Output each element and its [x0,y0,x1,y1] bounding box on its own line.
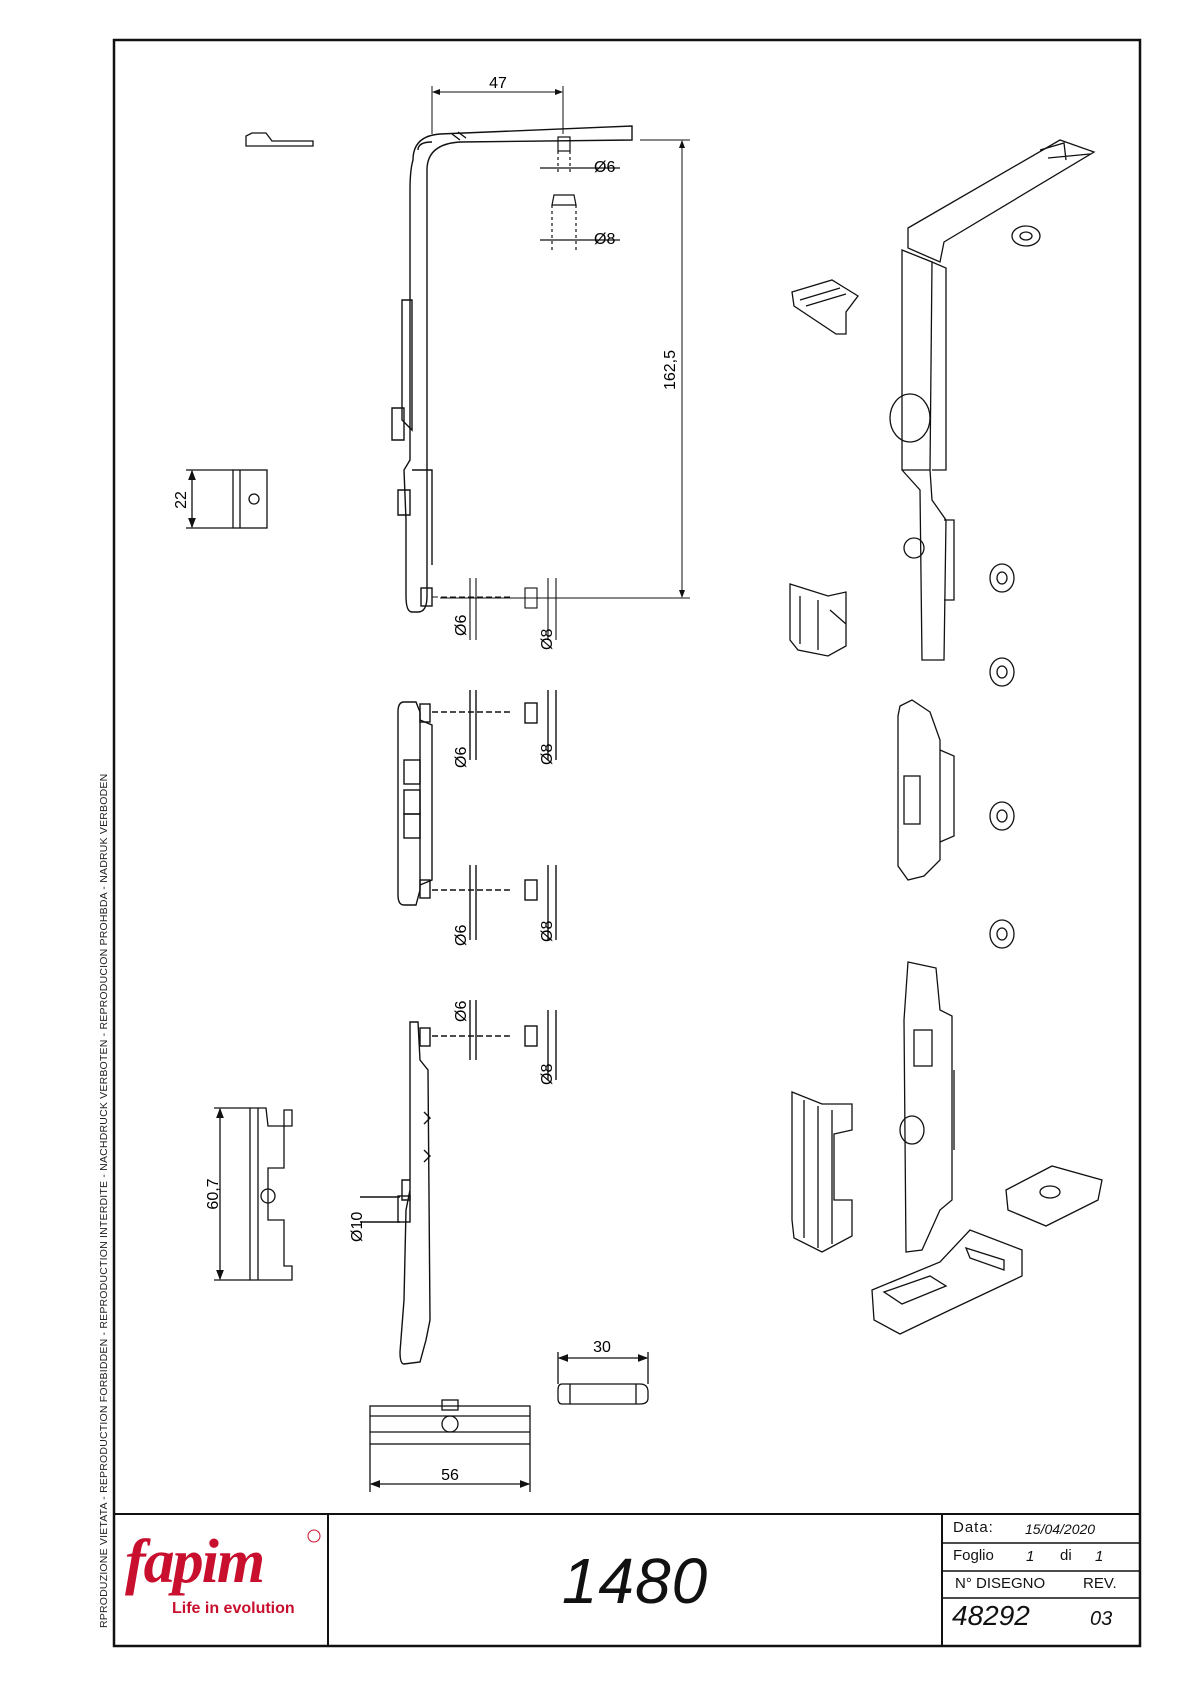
isometric-nuts [989,225,1041,949]
sheet-total: 1 [1095,1548,1104,1565]
drawing-title: 1480 [561,1545,709,1617]
dia6-label-c: Ø6 [453,747,470,768]
dia6-label-e: Ø6 [453,1001,470,1022]
revision-label: REV. [1083,1575,1117,1592]
dia6-label-a: Ø6 [594,159,615,176]
dia8-label-a: Ø8 [594,231,615,248]
sheet-of-label: di [1060,1547,1072,1564]
dia8-label-e: Ø8 [539,1064,556,1085]
drawing-number: 48292 [952,1600,1030,1631]
pin-detail-top [540,136,620,250]
isometric-lower-rod [899,961,955,1253]
dimension-162-5 [440,139,690,599]
small-clip-part [245,132,314,147]
drawing-frame [112,38,1142,1648]
isometric-clip [791,279,859,335]
sheet-number: 1 [1026,1548,1035,1565]
revision-value: 03 [1090,1608,1113,1630]
dia8-label-d: Ø8 [539,921,556,942]
isometric-block [1005,1165,1103,1227]
date-value: 15/04/2020 [1025,1521,1096,1537]
sheet-label: Foglio [953,1547,994,1564]
dimension-47 [431,86,564,134]
brand-logo-wordmark: fapim [125,1528,263,1596]
dimension-56-label: 56 [441,1467,459,1484]
dimension-162-5-label: 162,5 [662,350,679,390]
isometric-cover [871,1229,1023,1335]
dia6-label-b: Ø6 [453,615,470,636]
dimension-22-label: 22 [173,491,190,509]
dia8-label-c: Ø8 [539,744,556,765]
dimension-47-label: 47 [489,75,507,92]
part-56 [369,1399,531,1492]
brand-tagline: Life in evolution [172,1600,295,1617]
block-60-7-part [214,1107,293,1281]
dia6-label-d: Ø6 [453,925,470,946]
middle-rod-side-view [397,690,557,940]
dimension-30-label: 30 [593,1339,611,1356]
main-rod-side-view [391,125,633,613]
isometric-keeper-a [789,583,847,657]
isometric-keeper-b [791,1091,853,1253]
block-22-part [186,469,268,529]
date-label: Data: [953,1519,994,1536]
pin-detail-mid-a [432,578,557,640]
drawing-number-label: N° DISEGNO [955,1575,1046,1592]
dia10-label: Ø10 [349,1212,366,1242]
isometric-middle-rod [897,699,955,881]
isometric-corner-rod [889,139,1096,661]
dia8-label-b: Ø8 [539,629,556,650]
dimension-60-7-label: 60,7 [205,1178,222,1209]
part-30 [557,1352,649,1405]
registered-mark-icon [307,1529,321,1543]
lower-rod-side-view [360,1000,557,1365]
reproduction-notice: RPRODUZIONE VIETATA - REPRODUCTION FORBI… [98,773,110,1628]
